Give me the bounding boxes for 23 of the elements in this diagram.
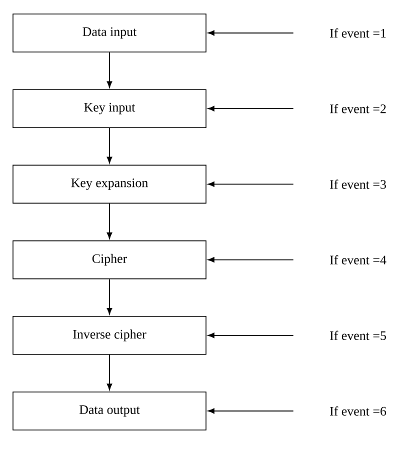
process-box: Inverse cipher [12,316,206,355]
condition-label: If event =6 [330,406,386,416]
condition-label: If event =1 [330,28,386,38]
arrow [208,106,294,112]
arrow [106,278,112,315]
arrow [208,332,294,338]
arrow [208,30,294,36]
process-box: Key input [12,89,206,128]
arrow [106,52,112,88]
process-box: Cipher [12,240,206,280]
process-box: Data input [12,14,206,52]
condition-label: If event =4 [330,255,386,264]
arrow [106,128,112,164]
condition-label: If event =3 [330,180,386,189]
arrow [106,203,112,239]
arrow [208,257,294,262]
process-box: Key expansion [12,164,206,204]
process-box: Data output [12,392,206,430]
arrow [208,182,294,187]
condition-label: If event =2 [330,104,386,114]
condition-label: If event =5 [330,330,386,340]
arrow [106,354,112,390]
arrow [208,408,294,414]
